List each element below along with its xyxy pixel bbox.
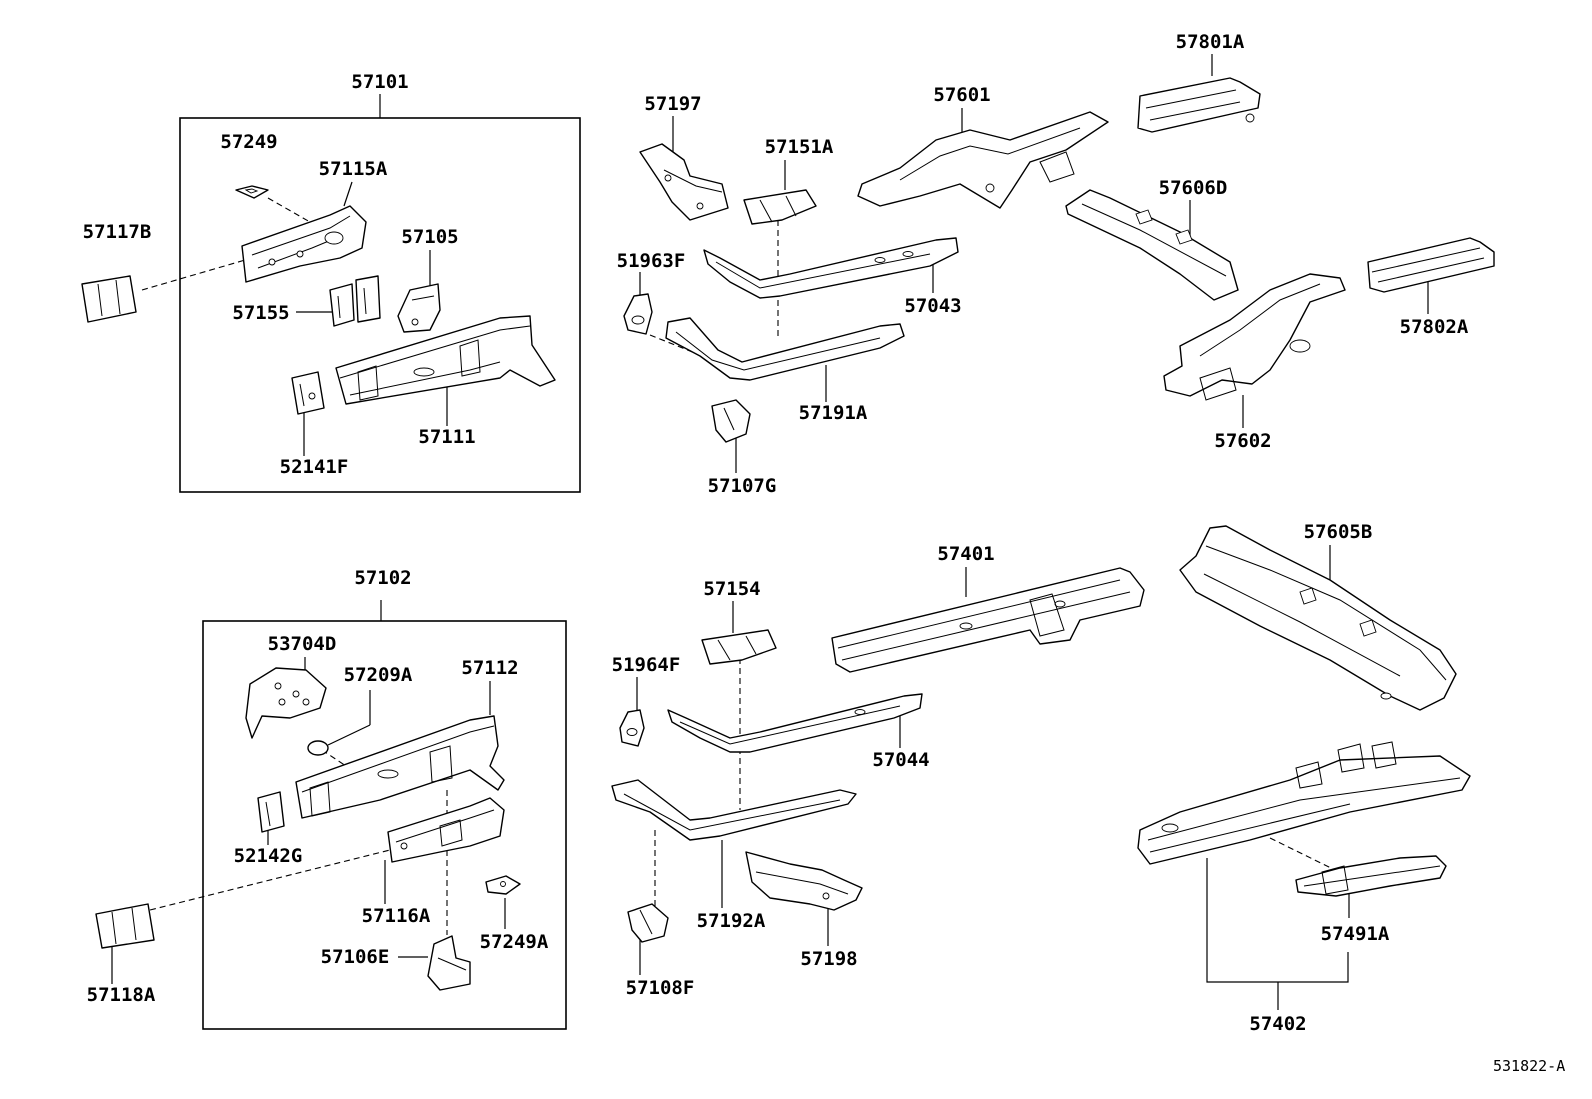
callout-57117B: 57117B bbox=[82, 221, 152, 243]
part-57115A bbox=[241, 205, 367, 283]
part-57197 bbox=[639, 143, 729, 221]
callout-57101: 57101 bbox=[351, 71, 409, 93]
part-57108F bbox=[627, 903, 669, 943]
callout-57112: 57112 bbox=[461, 657, 519, 679]
part-57155 bbox=[329, 275, 381, 327]
callout-51964F: 51964F bbox=[611, 654, 681, 676]
part-51964F bbox=[619, 709, 645, 747]
callout-57606D: 57606D bbox=[1158, 177, 1228, 199]
callout-52141F: 52141F bbox=[279, 456, 349, 478]
callout-57044: 57044 bbox=[872, 749, 930, 771]
callout-57116A: 57116A bbox=[361, 905, 431, 927]
part-57191A bbox=[665, 317, 905, 381]
part-57401 bbox=[831, 567, 1145, 673]
part-57151A bbox=[743, 189, 817, 225]
callout-57192A: 57192A bbox=[696, 910, 766, 932]
callout-57043: 57043 bbox=[904, 295, 962, 317]
part-53704D bbox=[245, 667, 327, 739]
part-57198 bbox=[745, 851, 863, 911]
part-57154 bbox=[701, 629, 777, 665]
part-57044 bbox=[667, 693, 923, 753]
callout-57198: 57198 bbox=[800, 948, 858, 970]
part-57249A bbox=[485, 875, 521, 895]
callout-57801A: 57801A bbox=[1175, 31, 1245, 53]
callout-57605B: 57605B bbox=[1303, 521, 1373, 543]
part-57106E bbox=[427, 935, 471, 991]
callout-53704D: 53704D bbox=[267, 633, 337, 655]
part-57043 bbox=[703, 237, 959, 299]
callout-57155: 57155 bbox=[232, 302, 290, 324]
callout-52142G: 52142G bbox=[233, 845, 303, 867]
callout-57191A: 57191A bbox=[798, 402, 868, 424]
callout-57802A: 57802A bbox=[1399, 316, 1469, 338]
callout-57118A: 57118A bbox=[86, 984, 156, 1006]
part-57112 bbox=[295, 715, 505, 819]
part-57117B bbox=[81, 275, 137, 323]
callout-57402: 57402 bbox=[1249, 1013, 1307, 1035]
callout-57249A: 57249A bbox=[479, 931, 549, 953]
callout-57401: 57401 bbox=[937, 543, 995, 565]
part-51963F bbox=[623, 293, 653, 335]
callout-57601: 57601 bbox=[933, 84, 991, 106]
callout-57106E: 57106E bbox=[320, 946, 390, 968]
callout-57197: 57197 bbox=[644, 93, 702, 115]
part-52142G bbox=[257, 791, 285, 833]
callout-57249: 57249 bbox=[220, 131, 278, 153]
callout-57602: 57602 bbox=[1214, 430, 1272, 452]
callout-57111: 57111 bbox=[418, 426, 476, 448]
part-52141F bbox=[291, 371, 325, 415]
part-57402 bbox=[1137, 741, 1471, 865]
part-57605B bbox=[1179, 525, 1457, 711]
callout-51963F: 51963F bbox=[616, 250, 686, 272]
diagram-reference-number: 531822-A bbox=[1493, 1057, 1566, 1075]
part-57107G bbox=[711, 399, 751, 443]
part-57802A bbox=[1367, 237, 1495, 293]
part-57491A bbox=[1295, 855, 1447, 897]
part-57602 bbox=[1163, 273, 1346, 401]
group-box-57102 bbox=[202, 620, 567, 1030]
part-57192A bbox=[611, 779, 857, 841]
part-57116A bbox=[387, 797, 505, 863]
callout-57105: 57105 bbox=[401, 226, 459, 248]
callout-57154: 57154 bbox=[703, 578, 761, 600]
callout-57115A: 57115A bbox=[318, 158, 388, 180]
callout-57491A: 57491A bbox=[1320, 923, 1390, 945]
part-57209A bbox=[307, 740, 329, 756]
part-57601 bbox=[857, 111, 1109, 209]
callout-57209A: 57209A bbox=[343, 664, 413, 686]
part-57105 bbox=[397, 283, 441, 333]
part-57249 bbox=[235, 185, 269, 199]
callout-57151A: 57151A bbox=[764, 136, 834, 158]
part-57111 bbox=[335, 315, 556, 405]
callout-57107G: 57107G bbox=[707, 475, 777, 497]
part-57118A bbox=[95, 903, 155, 949]
part-57801A bbox=[1137, 77, 1261, 133]
callout-57108F: 57108F bbox=[625, 977, 695, 999]
callout-57102: 57102 bbox=[354, 567, 412, 589]
part-57606D bbox=[1065, 189, 1239, 301]
